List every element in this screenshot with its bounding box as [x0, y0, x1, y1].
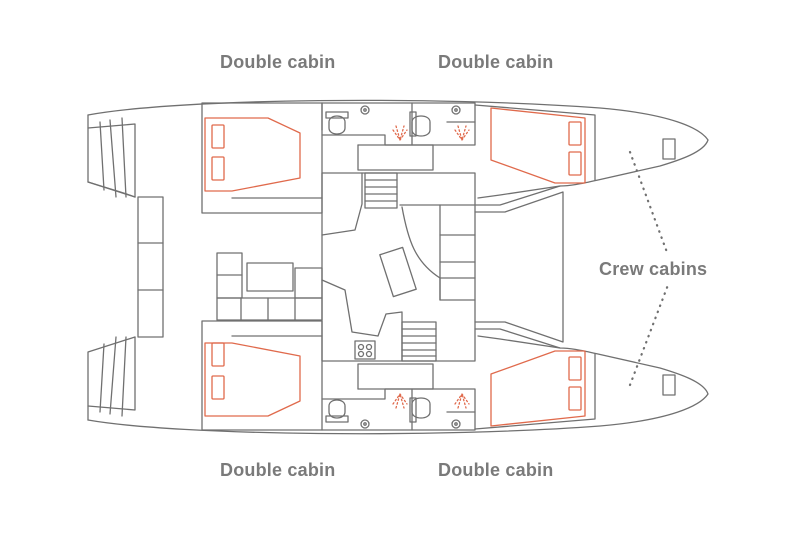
- shower-icons: [392, 125, 470, 409]
- cabin-bottom-left: [201, 320, 434, 431]
- label-double-cabin-top-right: Double cabin: [438, 52, 554, 72]
- label-crew-cabins: Crew cabins: [599, 259, 708, 279]
- bed-top-right: [490, 107, 586, 184]
- cabin-top-right: [409, 102, 676, 181]
- galley-sofa: [216, 252, 323, 321]
- cabin-top-left: [201, 102, 434, 214]
- cockpit-bench: [137, 196, 164, 338]
- bed-bottom-right: [490, 350, 586, 427]
- label-double-cabin-bottom-left: Double cabin: [220, 460, 336, 480]
- label-double-cabin-bottom-right: Double cabin: [438, 460, 554, 480]
- top-hull-outline: [87, 99, 709, 199]
- passages: [474, 185, 564, 349]
- bed-bottom-left: [204, 342, 301, 417]
- bed-top-left: [204, 117, 301, 192]
- cabin-bottom-right: [409, 353, 676, 431]
- stern-steps: [87, 117, 136, 417]
- label-double-cabin-top-left: Double cabin: [220, 52, 336, 72]
- saloon: [321, 172, 476, 362]
- crew-pointer-lines: [628, 150, 670, 387]
- bottom-hull-outline: [87, 335, 709, 435]
